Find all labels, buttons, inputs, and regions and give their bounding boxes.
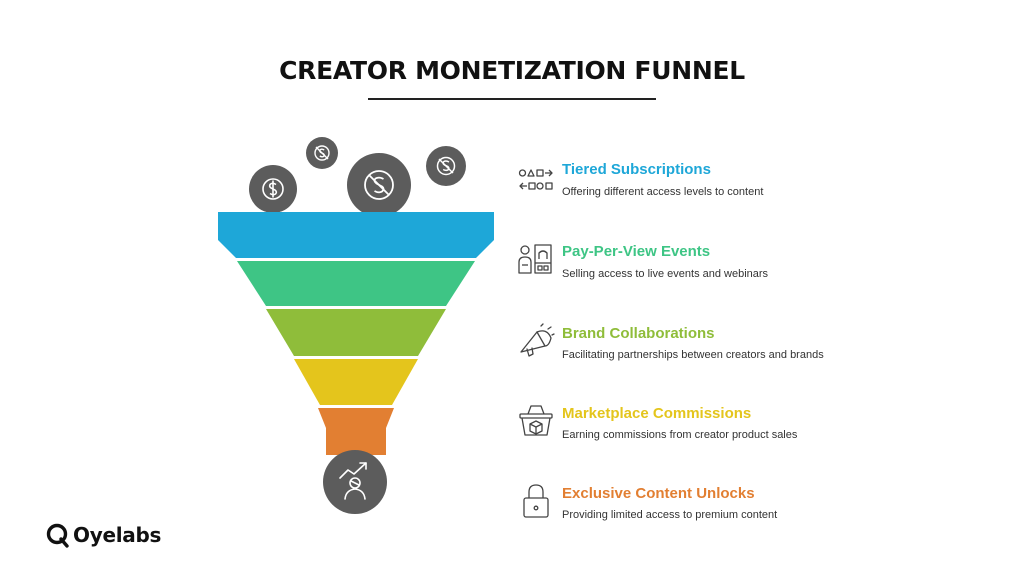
item-title-brand-collaborations: Brand Collaborations [562,325,715,342]
dollar-coin-icon [262,178,284,200]
coin-small-top [306,137,338,169]
coin-left [249,165,297,213]
dollar-coin-icon [364,170,394,200]
funnel-stage-3 [266,309,446,356]
item-title-marketplace-commissions: Marketplace Commissions [562,405,752,422]
funnel-stage-2 [237,261,475,306]
coin-right [426,146,466,186]
padlock-icon [523,484,549,518]
megaphone-icon [520,323,555,357]
item-desc-tiered-subscriptions: Offering different access levels to cont… [562,186,764,198]
tier-shapes-icon [518,169,553,190]
item-desc-exclusive-content: Providing limited access to premium cont… [562,509,778,521]
item-desc-brand-collaborations: Facilitating partnerships between creato… [562,349,824,361]
viewer-screen-icon [518,244,552,274]
basket-icon [519,405,553,436]
item-title-tiered-subscriptions: Tiered Subscriptions [562,161,711,178]
title-underline [368,98,656,100]
item-desc-marketplace-commissions: Earning commissions from creator product… [562,429,798,441]
funnel-stage-1 [218,212,494,258]
dollar-coin-icon [436,156,456,176]
coin-large-center [347,153,411,217]
funnel-stage-4 [294,359,418,405]
page-title: CREATOR MONETIZATION FUNNEL [279,56,745,85]
funnel-stage-5 [318,408,394,455]
oyelabs-logo-icon [46,523,69,548]
item-title-exclusive-content: Exclusive Content Unlocks [562,485,755,502]
logo-text: Oyelabs [73,523,162,547]
dollar-coin-icon [314,145,330,161]
item-desc-pay-per-view: Selling access to live events and webina… [562,268,769,280]
funnel-outlet [323,450,387,514]
item-title-pay-per-view: Pay-Per-View Events [562,243,711,260]
person-growth-icon [339,462,367,500]
